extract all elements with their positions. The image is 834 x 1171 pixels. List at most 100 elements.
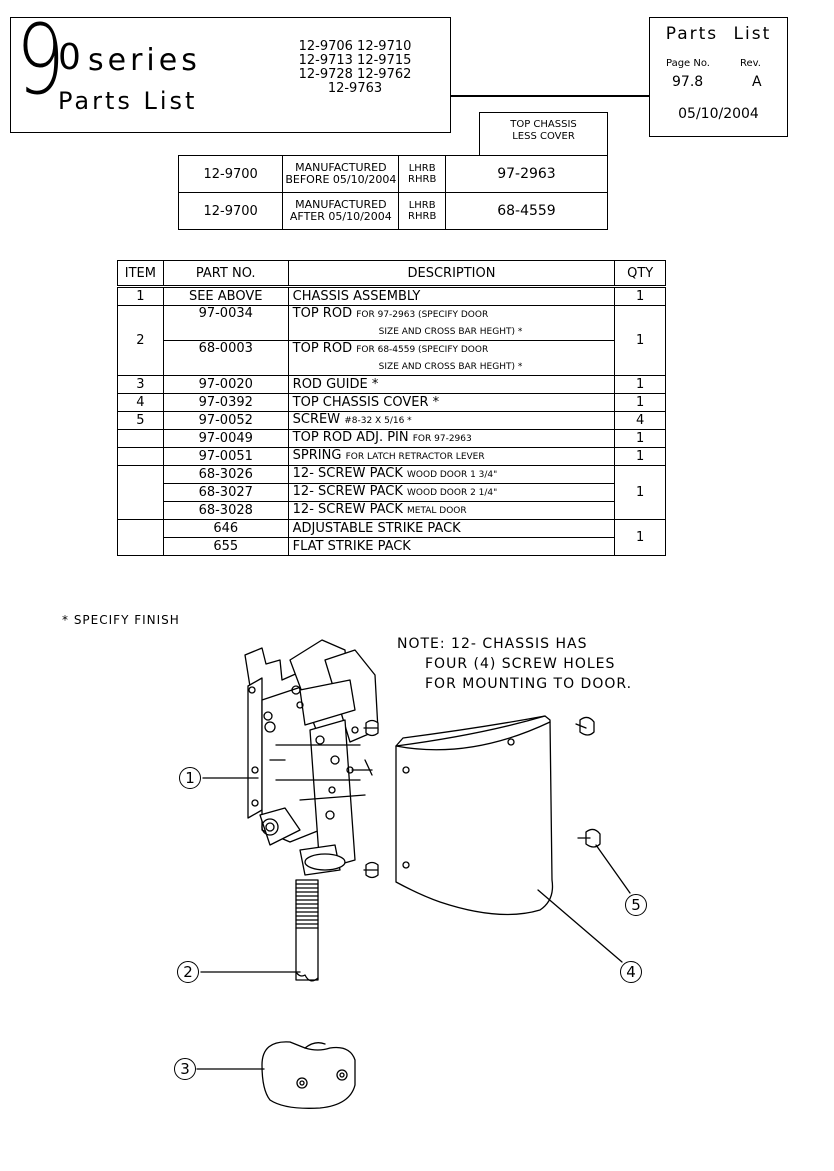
desc-cell: TOP CHASSIS COVER * (287, 393, 616, 412)
series-number-9: 9 (16, 4, 65, 116)
hand-cell: LHRB RHRB (398, 192, 446, 230)
desc-cell: FLAT STRIKE PACK (287, 537, 616, 556)
screw-drawing (363, 716, 601, 879)
model-number: 12-9700 (177, 155, 284, 193)
desc-cell: TOP ROD FOR 97-2963 (SPECIFY DOOR SIZE A… (287, 305, 616, 341)
parts-table: ITEM PART NO. DESCRIPTION QTY 1 SEE ABOV… (117, 260, 666, 556)
qty-cell: 1 (614, 465, 666, 520)
note-line-1: NOTE: 12- CHASSIS HAS (397, 636, 588, 652)
series-subtitle: Parts List (58, 87, 198, 115)
models-line-3: 12-9728 12-9762 (298, 67, 412, 82)
desc-cell: ADJUSTABLE STRIKE PACK (287, 519, 616, 538)
chassis-cover-drawing (395, 715, 554, 916)
qty-cell: 1 (614, 519, 666, 556)
mfg-date: MANUFACTURED AFTER 05/10/2004 (282, 192, 400, 230)
hand-2: RHRB (408, 211, 437, 222)
hand-1: LHRB (408, 163, 436, 174)
chassis-assembly-drawing (244, 639, 379, 876)
desc-small: FOR 97-2963 (412, 434, 472, 444)
rev-value: A (752, 74, 762, 90)
model-number: 12-9700 (177, 192, 284, 230)
item-cell (117, 519, 164, 556)
chassis-header-line-2: LESS COVER (512, 131, 575, 142)
table-row: 4 97-0392 TOP CHASSIS COVER * 1 (117, 393, 666, 412)
desc-small: METAL DOOR (407, 506, 467, 516)
desc-main: TOP ROD (292, 341, 353, 356)
callout-5: 5 (625, 894, 647, 916)
table-row: 97-0051 SPRING FOR LATCH RETRACTOR LEVER… (117, 447, 666, 466)
chassis-part: 68-4559 (444, 192, 609, 230)
leader-line-5 (595, 844, 631, 894)
desc-small-1: FOR 68-4559 (SPECIFY DOOR (356, 345, 489, 355)
models-line-4: 12-9763 (327, 81, 383, 96)
desc-cell: SCREW #8-32 X 5/16 * (287, 411, 616, 430)
model-row: 12-9700 MANUFACTURED BEFORE 05/10/2004 L… (177, 155, 609, 193)
part-cell: 97-0020 (162, 375, 289, 394)
part-cell: SEE ABOVE (162, 286, 289, 306)
mfg-line-2: AFTER 05/10/2004 (289, 210, 392, 223)
table-row: 68-3028 12- SCREW PACK METAL DOOR (118, 501, 666, 520)
table-row: 97-0049 TOP ROD ADJ. PIN FOR 97-2963 1 (117, 429, 666, 448)
mounting-note: NOTE: 12- CHASSIS HAS FOUR (4) SCREW HOL… (397, 634, 632, 694)
model-table: 12-9700 MANUFACTURED BEFORE 05/10/2004 L… (177, 155, 609, 230)
mfg-date: MANUFACTURED BEFORE 05/10/2004 (282, 155, 400, 193)
models-line-2: 12-9713 12-9715 (298, 53, 412, 68)
mfg-line-1: MANUFACTURED (295, 198, 387, 211)
header-description: DESCRIPTION (287, 260, 616, 288)
chassis-header-line-1: TOP CHASSIS (510, 119, 577, 130)
callout-2: 2 (177, 961, 199, 983)
series-word: series (88, 43, 201, 78)
desc-small-2: SIZE AND CROSS BAR HEGHT) * (378, 327, 523, 337)
header-part-no: PART NO. (162, 260, 289, 288)
part-cell: 68-3028 (162, 501, 289, 520)
info-box (649, 17, 788, 137)
table-row: 3 97-0020 ROD GUIDE * 1 (117, 375, 666, 394)
mfg-line-2: BEFORE 05/10/2004 (285, 173, 397, 186)
parts-header-row: ITEM PART NO. DESCRIPTION QTY (117, 260, 666, 288)
desc-main: TOP ROD (292, 306, 353, 321)
info-date: 05/10/2004 (678, 106, 759, 122)
desc-cell: 12- SCREW PACK METAL DOOR (287, 501, 616, 520)
desc-small-1: FOR 97-2963 (SPECIFY DOOR (356, 310, 489, 320)
page-label: Page No. (666, 58, 710, 69)
part-cell: 97-0034 (162, 305, 289, 341)
qty-cell: 1 (614, 305, 666, 376)
part-cell: 655 (162, 537, 289, 556)
desc-small-2: SIZE AND CROSS BAR HEGHT) * (378, 362, 523, 372)
desc-cell: 12- SCREW PACK WOOD DOOR 2 1/4" (287, 483, 616, 502)
models-list: 12-9706 12-9710 12-9713 12-9715 12-9728 … (260, 40, 450, 96)
models-line-1: 12-9706 12-9710 (298, 39, 412, 54)
hand-2: RHRB (408, 174, 437, 185)
info-title: Parts List (665, 24, 772, 44)
desc-cell: 12- SCREW PACK WOOD DOOR 1 3/4" (287, 465, 616, 484)
top-rod-drawing (295, 879, 319, 982)
desc-small: FOR LATCH RETRACTOR LEVER (345, 452, 485, 462)
desc-main: SCREW (292, 412, 341, 427)
footnote: * SPECIFY FINISH (62, 613, 180, 627)
model-row: 12-9700 MANUFACTURED AFTER 05/10/2004 LH… (177, 192, 609, 230)
desc-small: WOOD DOOR 1 3/4" (407, 470, 498, 480)
table-row: 68-3027 12- SCREW PACK WOOD DOOR 2 1/4" (118, 483, 666, 502)
item-cell (117, 465, 164, 520)
table-row: 68-3026 12- SCREW PACK WOOD DOOR 1 3/4" … (117, 465, 666, 520)
desc-small: WOOD DOOR 2 1/4" (407, 488, 498, 498)
note-line-2: FOUR (4) SCREW HOLES (425, 656, 616, 672)
desc-main: TOP ROD ADJ. PIN (292, 430, 409, 445)
rod-guide-drawing (261, 1041, 356, 1109)
rev-label: Rev. (740, 58, 761, 69)
table-row: 655 FLAT STRIKE PACK (118, 537, 666, 556)
note-line-3: FOR MOUNTING TO DOOR. (425, 676, 633, 692)
series-title-box (10, 17, 451, 133)
desc-main: 12- SCREW PACK (292, 466, 403, 481)
desc-main: 12- SCREW PACK (292, 484, 403, 499)
callout-3: 3 (174, 1058, 196, 1080)
header-qty: QTY (614, 260, 666, 288)
leader-line-4 (537, 889, 623, 963)
callout-1: 1 (179, 767, 201, 789)
hand-1: LHRB (408, 200, 436, 211)
header-item: ITEM (117, 260, 164, 288)
table-row: 646 ADJUSTABLE STRIKE PACK 1 (117, 519, 666, 556)
desc-main: SPRING (292, 448, 342, 463)
desc-cell: SPRING FOR LATCH RETRACTOR LEVER (287, 447, 616, 466)
